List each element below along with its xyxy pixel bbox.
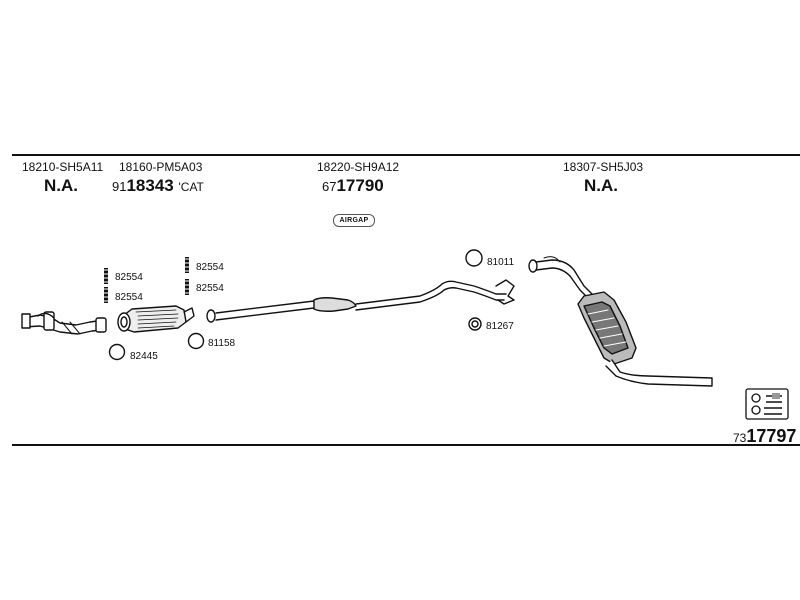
label-gasket-b: 81158 (208, 338, 236, 349)
col1-status: N.A. (44, 176, 78, 195)
airgap-badge: AIRGAP (333, 214, 375, 227)
label-gasket-a: 82445 (130, 351, 158, 362)
kit-number: 17797 (746, 426, 797, 446)
label-bolt-b1: 82554 (196, 262, 224, 273)
col2-catalog-number: 9118343 'CAT (112, 176, 204, 196)
gasket-ring-b (187, 332, 205, 350)
kit-reference-number: 7317797 (733, 426, 796, 447)
label-bolt-a2: 82554 (115, 292, 143, 303)
col3-catalog-number: 6717790 (322, 176, 384, 196)
rear-inlet-pipe (528, 256, 595, 301)
col2-prefix: 91 (112, 179, 127, 194)
col4-status: N.A. (584, 176, 618, 195)
kit-prefix: 73 (733, 431, 747, 445)
ring-top (465, 249, 483, 267)
rear-muffler (577, 291, 713, 387)
gasket-ring-a (108, 343, 126, 361)
middle-flange (206, 309, 216, 323)
label-bolt-a1: 82554 (115, 272, 143, 283)
col2-suffix: 'CAT (178, 180, 204, 194)
exhaust-manifold-icon (21, 311, 107, 335)
ring-mid (468, 317, 482, 331)
bolt-set-a (102, 268, 110, 303)
col2-part-number: 18160-PM5A03 (119, 160, 203, 174)
col1-part-number: 18210-SH5A11 (22, 160, 104, 174)
catalytic-converter-icon (117, 305, 195, 333)
label-ring-mid: 81267 (486, 321, 514, 332)
label-ring-top: 81011 (487, 257, 515, 268)
middle-pipe (215, 279, 515, 321)
col3-part-number: 18220-SH9A12 (317, 160, 400, 174)
col3-number: 17790 (336, 176, 384, 195)
bolt-set-b (183, 257, 191, 295)
col2-number: 18343 (126, 176, 174, 195)
ring-mid-inner (471, 320, 479, 328)
bottom-rule (12, 444, 800, 446)
label-bolt-b2: 82554 (196, 283, 224, 294)
top-rule (12, 154, 800, 156)
col3-prefix: 67 (322, 179, 337, 194)
mounting-kit-icon (745, 388, 789, 420)
col4-part-number: 18307-SH5J03 (563, 160, 644, 174)
